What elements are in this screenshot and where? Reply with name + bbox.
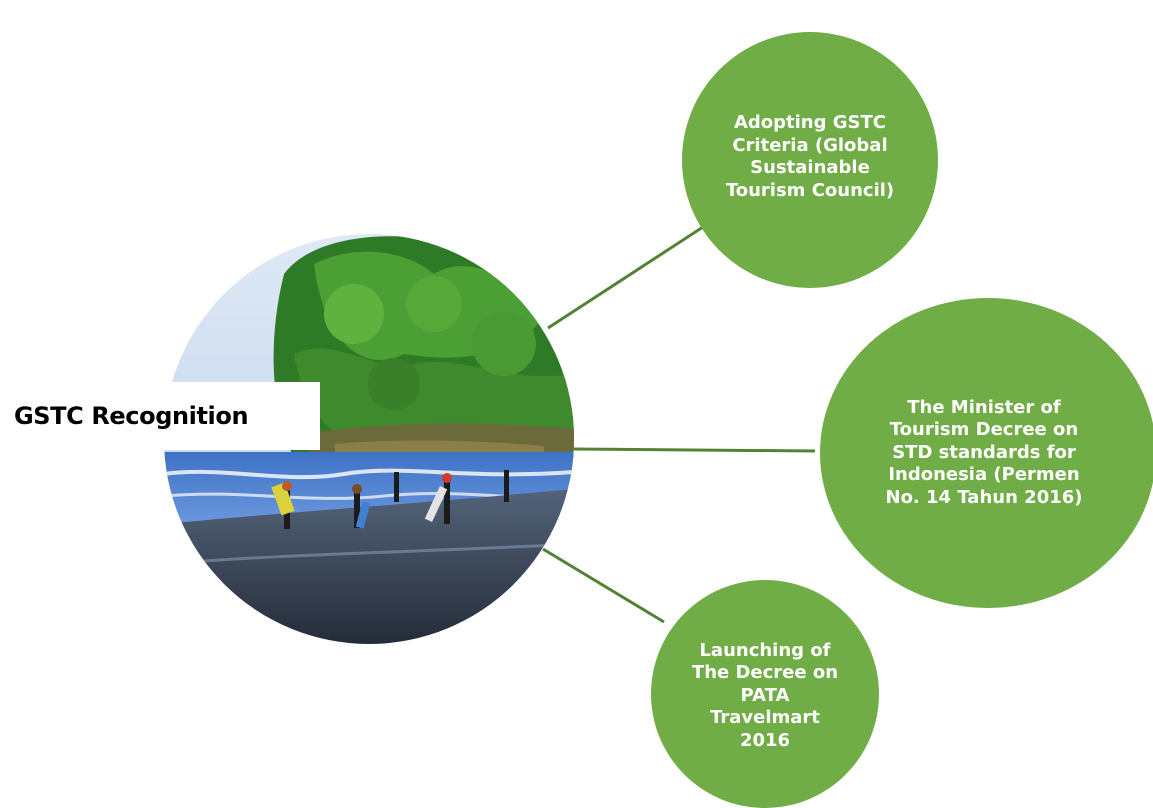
center-photo-circle [164, 234, 574, 644]
node-minister-decree: The Minister of Tourism Decree on STD st… [820, 298, 1153, 608]
node-pata-launch-text: Launching of The Decree on PATA Travelma… [691, 639, 839, 751]
connector-bottom [542, 547, 665, 624]
center-title: GSTC Recognition [14, 402, 249, 430]
node-minister-decree-text: The Minister of Tourism Decree on STD st… [885, 396, 1083, 508]
center-title-box: GSTC Recognition [0, 382, 320, 450]
connector-top [547, 225, 704, 330]
connector-mid [573, 447, 816, 453]
node-gstc-criteria-text: Adopting GSTC Criteria (Global Sustainab… [725, 112, 895, 201]
node-gstc-criteria: Adopting GSTC Criteria (Global Sustainab… [682, 32, 938, 288]
beach-photo [164, 234, 574, 644]
node-pata-launch: Launching of The Decree on PATA Travelma… [651, 580, 879, 808]
